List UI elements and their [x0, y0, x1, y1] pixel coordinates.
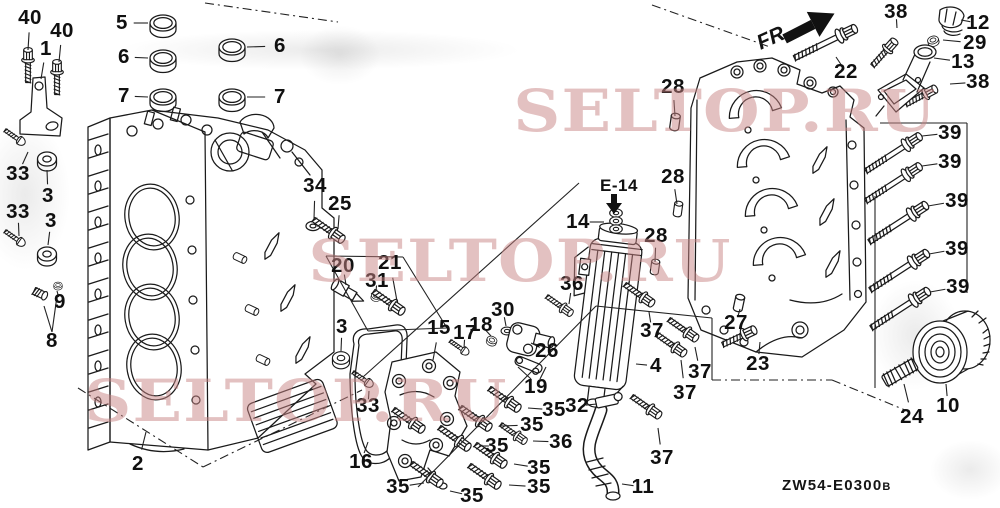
leader-line [960, 19, 971, 23]
diagram-code-suffix: B [882, 481, 891, 493]
leader-line [532, 440, 549, 443]
leader-line [517, 366, 532, 380]
leader-line [417, 305, 597, 488]
leader-line [325, 255, 404, 258]
section-line [77, 387, 204, 468]
leader-line [134, 95, 149, 98]
diagram-code: ZW54-E0300B [782, 477, 890, 494]
leader-line [674, 189, 678, 205]
leader-line [657, 427, 661, 445]
leader-line [539, 366, 547, 380]
thermostat-cover-art [875, 44, 937, 117]
leader-line [375, 285, 378, 292]
right-parts-art [620, 6, 991, 423]
leader-line [463, 339, 466, 349]
leader-line [51, 295, 58, 333]
chain-case-cover-art [384, 351, 468, 490]
filter-nipple-art [881, 357, 919, 388]
leader-line [928, 250, 945, 255]
leader-line [635, 363, 648, 366]
e14-arrow-icon [606, 194, 622, 214]
leader-line [43, 305, 53, 333]
leader-line [134, 56, 149, 59]
leader-line [680, 359, 684, 379]
leader-line [933, 57, 951, 61]
leader-line [367, 327, 448, 332]
leader-line [595, 305, 713, 319]
leader-line [313, 200, 316, 220]
section-line [204, 2, 339, 23]
crankcase-art [687, 57, 867, 358]
leader-line [402, 256, 448, 329]
leader-line [927, 202, 945, 207]
leader-line [945, 383, 948, 397]
leader-line [921, 133, 938, 137]
fr-arrow-icon [782, 11, 835, 44]
section-line [202, 389, 363, 468]
leader-line [921, 163, 938, 167]
leader-line [673, 100, 676, 117]
leader-line [758, 341, 761, 355]
leader-line [621, 483, 634, 487]
leader-line [40, 62, 45, 80]
oil-joint-art [506, 322, 556, 357]
leader-line [903, 383, 910, 403]
leader-line [648, 311, 652, 323]
oil-filler-cap-art [938, 6, 965, 36]
leader-line [513, 463, 528, 467]
leader-line [568, 292, 572, 305]
leader-line [432, 342, 437, 361]
leader-line [737, 308, 741, 317]
leader-line [325, 255, 369, 332]
leader-line [337, 215, 340, 230]
leader-line [362, 182, 580, 378]
leader-line [503, 317, 507, 327]
leader-line [363, 441, 369, 454]
leader-line [929, 288, 946, 293]
leader-line [694, 346, 699, 361]
leader-line [499, 424, 518, 427]
leader-line [367, 390, 370, 400]
leader-line [449, 490, 463, 495]
leader-line [392, 277, 398, 302]
leader-line [508, 484, 526, 487]
water-hose-art [582, 403, 621, 501]
leader-line [141, 431, 147, 450]
leader-line [527, 407, 543, 410]
leader-line [27, 32, 30, 51]
leader-line [949, 82, 966, 85]
leader-line [530, 342, 541, 348]
leader-line [654, 247, 657, 263]
fr-direction-marker: FR. [753, 11, 835, 55]
leader-line [343, 274, 347, 286]
leader-line [340, 337, 343, 352]
fr-label: FR. [753, 20, 793, 55]
diagram-code-text: ZW54-E0300 [782, 477, 883, 494]
leader-line [895, 19, 898, 29]
leader-line [17, 222, 20, 237]
stay-art [514, 355, 543, 375]
oil-pressure-switch-art [330, 278, 365, 302]
leader-line [58, 44, 62, 63]
cylinder-block-art [87, 106, 338, 453]
leader-line [56, 290, 60, 298]
oil-filter-art [912, 310, 991, 384]
leader-line [409, 482, 425, 486]
leader-line [47, 231, 51, 246]
bracket-and-plugs-art [1, 14, 246, 302]
center-parts-art [305, 208, 643, 501]
leader-line [21, 151, 29, 165]
section-line [831, 379, 906, 411]
leader-line [485, 329, 492, 337]
leader-line [46, 169, 49, 185]
leader-line [246, 45, 266, 48]
section-line [651, 4, 771, 48]
leader-line [835, 56, 842, 66]
leader-line [942, 39, 961, 43]
leader-line [585, 403, 598, 406]
hose-clamp-art [594, 385, 624, 409]
